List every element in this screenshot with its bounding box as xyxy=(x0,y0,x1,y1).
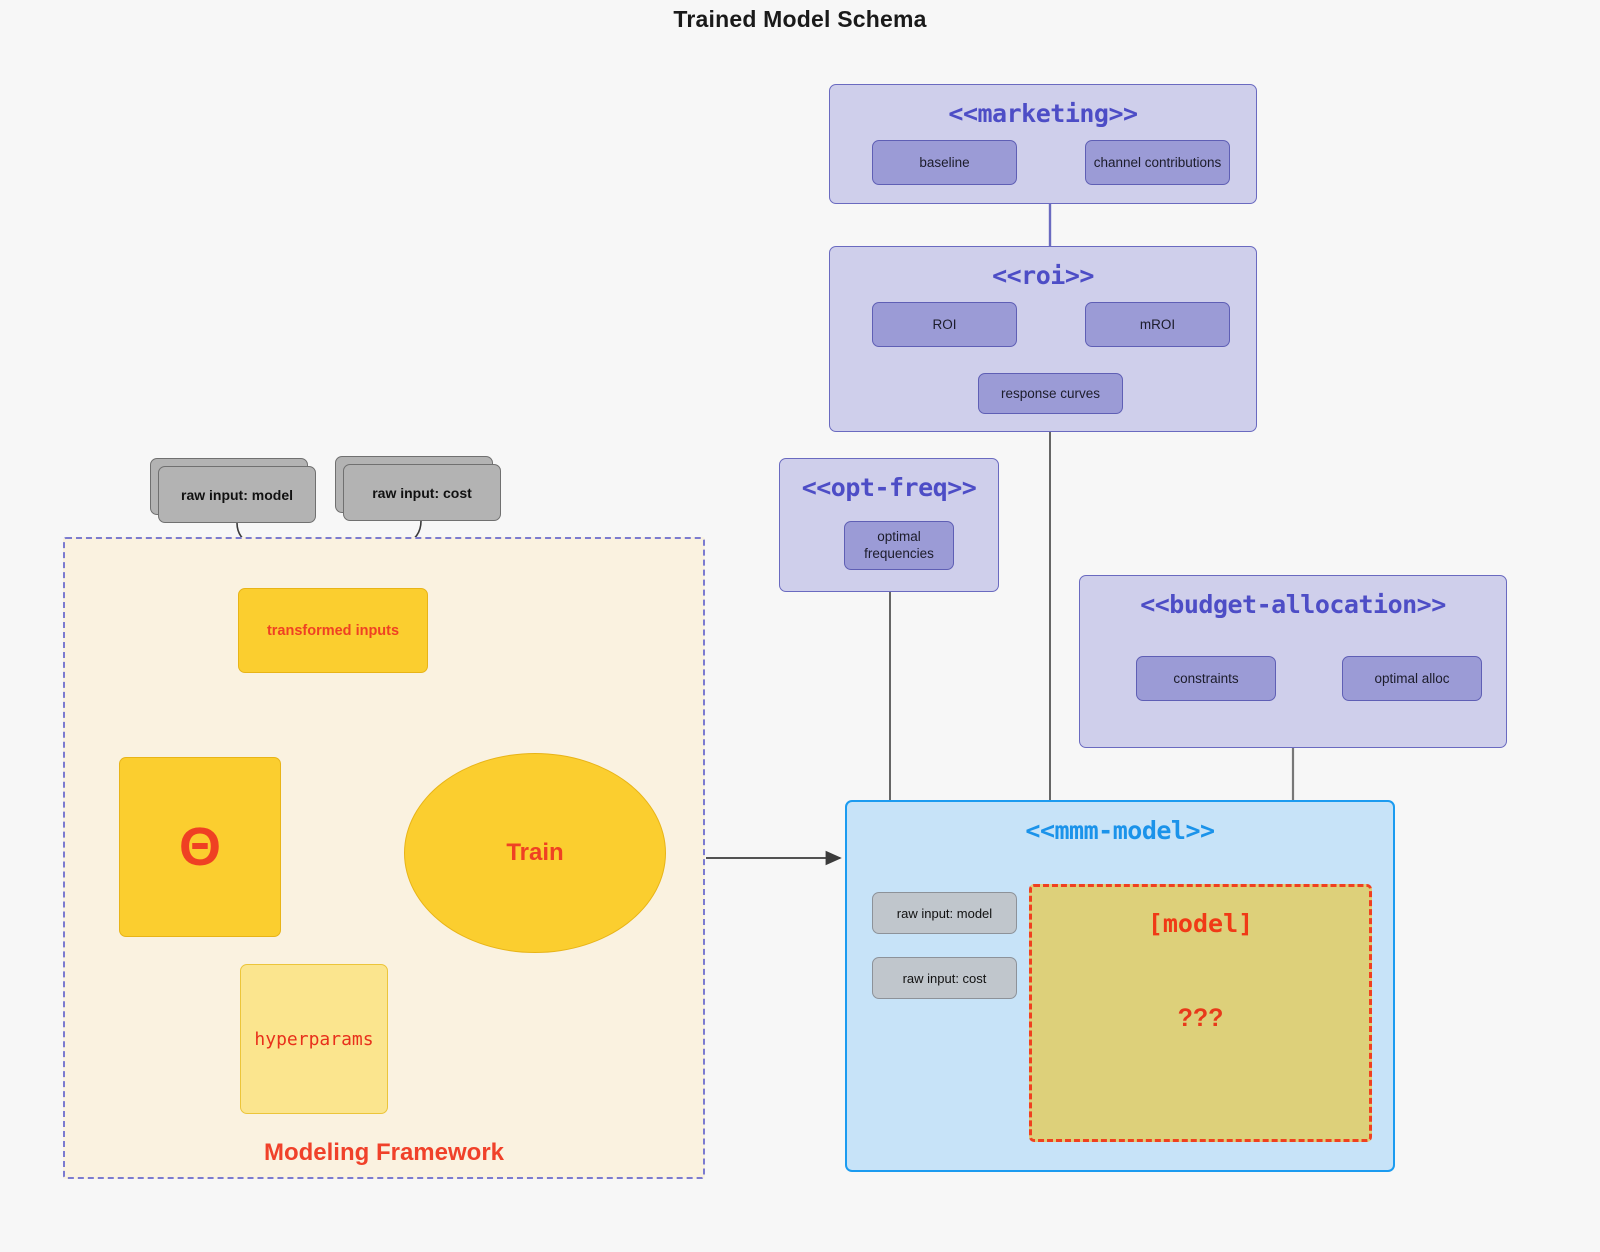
card-raw-input-model[interactable]: raw input: model xyxy=(864,884,1017,934)
package-roi-title: <<roi>> xyxy=(992,261,1094,290)
activity-label: Train xyxy=(506,839,564,866)
card-label: transformed inputs xyxy=(266,622,400,639)
package-opt-freq-title: <<opt-freq>> xyxy=(801,473,977,502)
theta-symbol: Θ xyxy=(178,817,221,877)
note-model-placeholder: [model] ??? xyxy=(1029,884,1372,1142)
card-label-line1: optimal xyxy=(877,528,921,544)
card-label: response curves xyxy=(1000,386,1101,401)
card-response-curves[interactable]: response curves xyxy=(970,365,1123,414)
package-marketing-title: <<marketing>> xyxy=(948,99,1138,128)
card-hyperparams[interactable]: hyperparams xyxy=(232,956,388,1114)
card-optimal-alloc[interactable]: optimal alloc xyxy=(1334,648,1482,701)
card-label: ROI xyxy=(932,317,957,332)
package-budget-allocation-title: <<budget-allocation>> xyxy=(1140,590,1446,619)
card-transformed-inputs[interactable]: transformed inputs xyxy=(230,580,428,673)
package-roi[interactable]: <<roi>> ROI mROI response curves xyxy=(829,246,1257,432)
package-opt-freq[interactable]: <<opt-freq>> optimal frequencies xyxy=(779,458,999,592)
card-constraints[interactable]: constraints xyxy=(1128,648,1276,701)
note-line-2: ??? xyxy=(1177,1004,1224,1032)
package-mmm-model-title: <<mmm-model>> xyxy=(1025,816,1215,845)
card-label: raw input: cost xyxy=(372,484,472,501)
package-budget-allocation[interactable]: <<budget-allocation>> constraints optima… xyxy=(1079,575,1507,748)
card-label-line2: frequencies xyxy=(864,545,934,561)
card-optimal-frequencies[interactable]: optimal frequencies xyxy=(836,513,954,570)
card-label: constraints xyxy=(1173,671,1239,686)
activity-train[interactable]: Train xyxy=(404,753,666,953)
modeling-framework-label: Modeling Framework xyxy=(263,1139,505,1166)
card-theta[interactable]: Θ xyxy=(111,749,281,937)
card-roi[interactable]: ROI xyxy=(864,294,1017,347)
page-title: Trained Model Schema xyxy=(673,6,927,32)
card-label: channel contributions xyxy=(1093,155,1222,170)
card-channel-contributions[interactable]: channel contributions xyxy=(1077,132,1230,185)
card-label: baseline xyxy=(919,155,970,170)
card-raw-input-model-source[interactable]: raw input: model xyxy=(150,458,316,523)
card-raw-input-cost-source[interactable]: raw input: cost xyxy=(335,456,501,521)
card-label: raw input: model xyxy=(896,905,993,921)
card-label: mROI xyxy=(1139,317,1176,332)
card-raw-input-cost[interactable]: raw input: cost xyxy=(864,949,1017,999)
card-mroi[interactable]: mROI xyxy=(1077,294,1230,347)
card-label: optimal alloc xyxy=(1374,671,1450,686)
card-baseline[interactable]: baseline xyxy=(864,132,1017,185)
card-label: hyperparams xyxy=(254,1028,374,1050)
card-label: raw input: cost xyxy=(902,970,987,986)
note-line-1: [model] xyxy=(1147,909,1254,938)
package-marketing[interactable]: <<marketing>> baseline channel contribut… xyxy=(829,84,1257,204)
card-label: raw input: model xyxy=(181,486,293,503)
package-mmm-model[interactable]: <<mmm-model>> raw input: model raw input… xyxy=(845,800,1395,1172)
